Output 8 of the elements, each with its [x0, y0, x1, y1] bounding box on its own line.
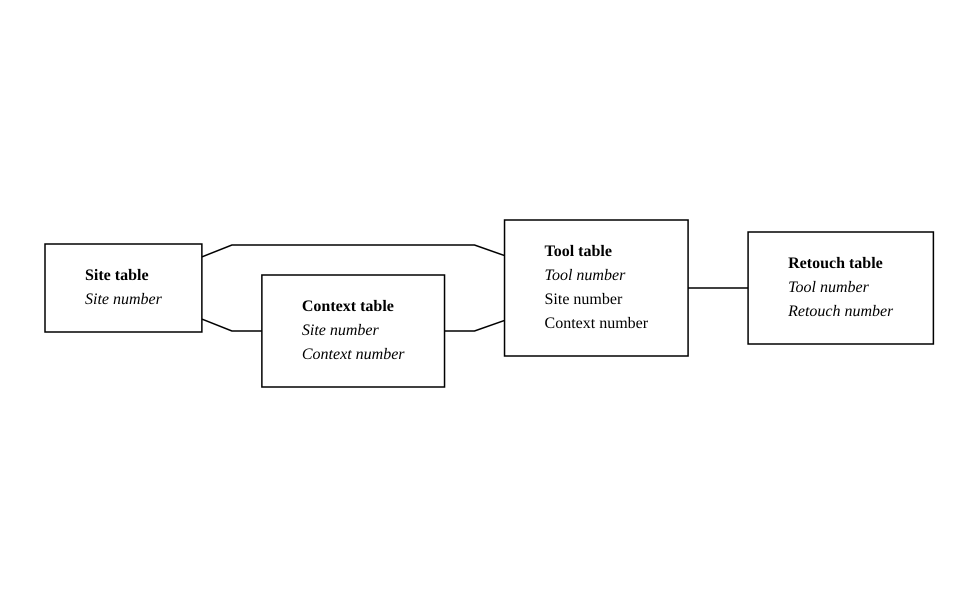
connector	[444, 319, 506, 332]
connector	[688, 286, 748, 288]
connector	[202, 318, 262, 332]
connector	[202, 244, 506, 258]
node-box: Context table Site number Context number	[261, 274, 446, 388]
node-box: Tool table Tool number Site number Context number	[504, 218, 690, 356]
node-box: Site table Site number	[44, 242, 203, 332]
node-box: Retouch table Tool number Retouch number	[748, 230, 934, 344]
